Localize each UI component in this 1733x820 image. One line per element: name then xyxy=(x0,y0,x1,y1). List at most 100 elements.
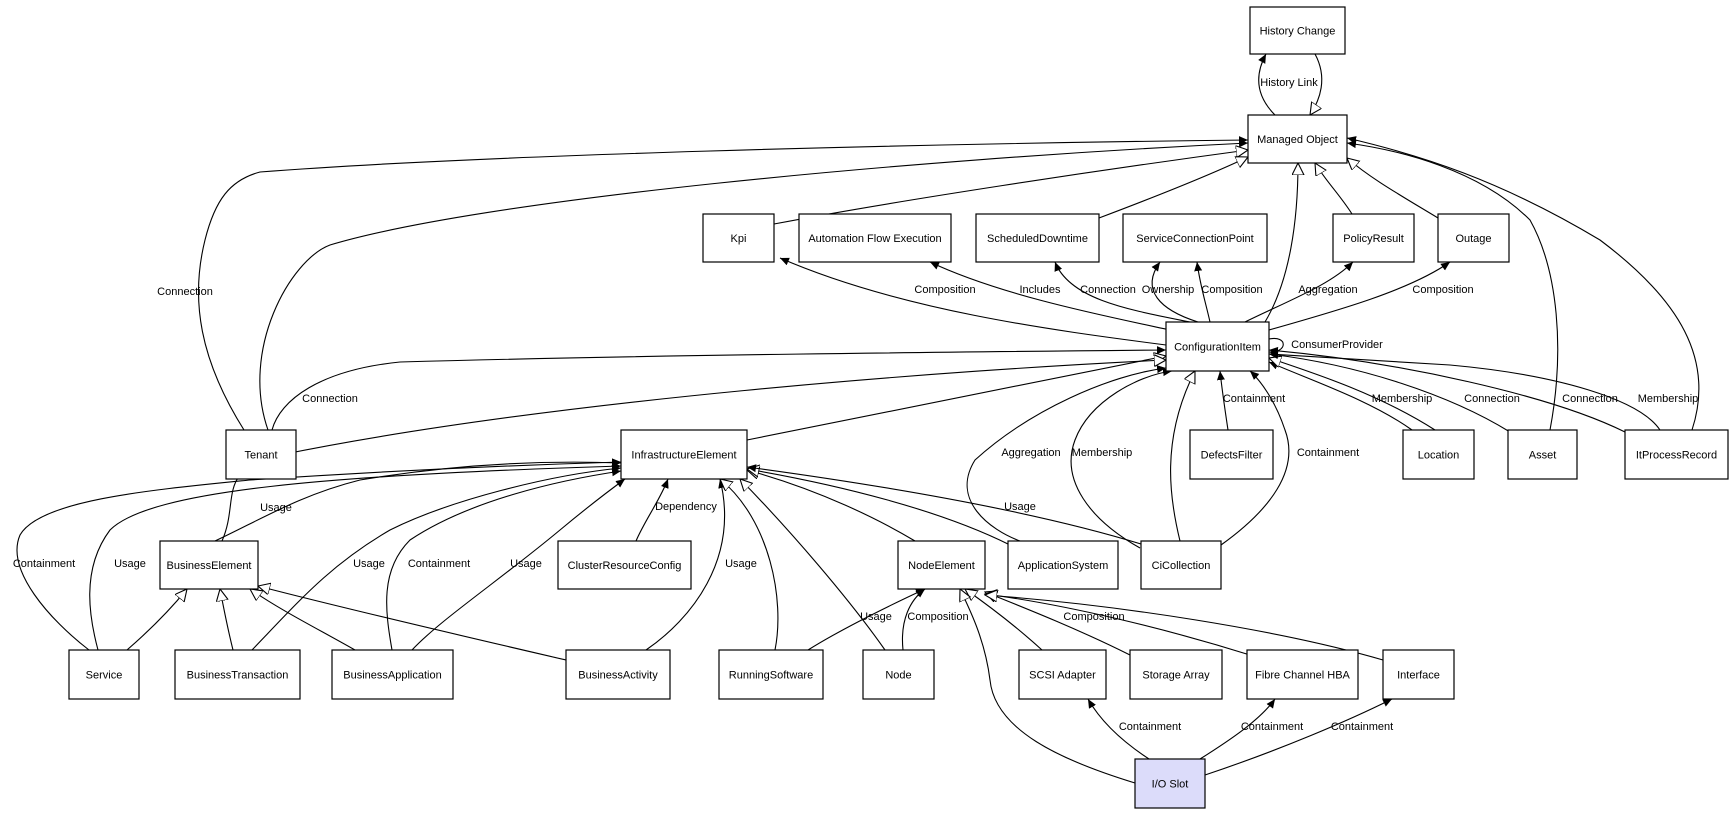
class-node-io[interactable]: I/O Slot xyxy=(1134,758,1206,809)
class-box[interactable] xyxy=(862,649,935,700)
class-box[interactable] xyxy=(1246,649,1359,700)
class-box[interactable] xyxy=(557,540,692,590)
class-box[interactable] xyxy=(1007,540,1119,590)
edge-label: Containment xyxy=(408,558,470,570)
class-box[interactable] xyxy=(1332,213,1415,263)
edge-tenant-mo2 xyxy=(259,139,1249,431)
class-node-ba[interactable]: BusinessApplication xyxy=(331,649,454,700)
class-node-outage[interactable]: Outage xyxy=(1437,213,1510,263)
edge-line xyxy=(746,464,1142,545)
class-node-afe[interactable]: Automation Flow Execution xyxy=(798,213,952,263)
class-node-node[interactable]: Node xyxy=(862,649,935,700)
class-box[interactable] xyxy=(1247,114,1348,164)
class-box[interactable] xyxy=(1189,429,1274,480)
class-box[interactable] xyxy=(1165,321,1270,372)
class-box[interactable] xyxy=(798,213,952,263)
edge-itpr-ci-mem: Membership xyxy=(1268,350,1698,431)
class-node-scsi[interactable]: SCSI Adapter xyxy=(1018,649,1107,700)
class-box[interactable] xyxy=(565,649,671,700)
class-label: ScheduledDowntime xyxy=(987,233,1088,245)
class-label: SCSI Adapter xyxy=(1029,670,1096,682)
class-node-kpi[interactable]: Kpi xyxy=(702,213,775,263)
class-label: ItProcessRecord xyxy=(1636,450,1717,462)
class-label: ClusterResourceConfig xyxy=(568,560,682,572)
class-node-bt[interactable]: BusinessTransaction xyxy=(174,649,301,700)
class-node-infra[interactable]: InfrastructureElement xyxy=(620,429,748,480)
edge-label: Containment xyxy=(1297,447,1359,459)
class-box[interactable] xyxy=(620,429,748,480)
edge-label: Composition xyxy=(1063,611,1124,623)
class-node-svc[interactable]: Service xyxy=(68,649,140,700)
class-node-tenant[interactable]: Tenant xyxy=(225,429,297,480)
edge-svc-infra-cont: Containment xyxy=(13,458,622,651)
edge-label: Composition xyxy=(1412,284,1473,296)
edge-pr-mo xyxy=(1315,163,1353,215)
class-node-bact[interactable]: BusinessActivity xyxy=(565,649,671,700)
class-box[interactable] xyxy=(702,213,775,263)
edge-line xyxy=(1151,261,1199,323)
class-box[interactable] xyxy=(159,540,259,590)
edge-ba-infra-usage: Usage xyxy=(411,478,626,651)
edge-loc-ci-mem: Membership xyxy=(1268,361,1432,431)
class-node-sa[interactable]: Storage Array xyxy=(1129,649,1223,700)
class-box[interactable] xyxy=(1249,6,1346,55)
class-node-as[interactable]: ApplicationSystem xyxy=(1007,540,1119,590)
class-node-df[interactable]: DefectsFilter xyxy=(1189,429,1274,480)
class-label: Automation Flow Execution xyxy=(808,233,941,245)
class-box[interactable] xyxy=(1402,429,1475,480)
class-node-rs[interactable]: RunningSoftware xyxy=(718,649,824,700)
class-box[interactable] xyxy=(225,429,297,480)
class-node-mo[interactable]: Managed Object xyxy=(1247,114,1348,164)
class-label: Interface xyxy=(1397,670,1440,682)
edge-label: Connection xyxy=(1080,284,1136,296)
edge-io-ne xyxy=(960,589,1136,784)
class-box[interactable] xyxy=(975,213,1100,263)
edge-line xyxy=(1264,163,1298,323)
class-node-pr[interactable]: PolicyResult xyxy=(1332,213,1415,263)
class-box[interactable] xyxy=(718,649,824,700)
edge-line xyxy=(259,139,1249,431)
class-box[interactable] xyxy=(1129,649,1223,700)
class-node-scp[interactable]: ServiceConnectionPoint xyxy=(1122,213,1268,263)
class-node-itpr[interactable]: ItProcessRecord xyxy=(1624,429,1729,480)
edge-line xyxy=(386,468,622,651)
class-node-history[interactable]: History Change xyxy=(1249,6,1346,55)
class-box[interactable] xyxy=(1018,649,1107,700)
class-box[interactable] xyxy=(1624,429,1729,480)
edge-label: Containment xyxy=(1331,721,1393,733)
class-box[interactable] xyxy=(897,540,986,590)
class-node-loc[interactable]: Location xyxy=(1402,429,1475,480)
class-node-crc[interactable]: ClusterResourceConfig xyxy=(557,540,692,590)
class-node-ne[interactable]: NodeElement xyxy=(897,540,986,590)
edge-be-ci xyxy=(221,360,1166,542)
class-box[interactable] xyxy=(1382,649,1455,700)
class-box[interactable] xyxy=(1134,758,1206,809)
class-box[interactable] xyxy=(1122,213,1268,263)
class-node-ci[interactable]: ConfigurationItem xyxy=(1165,321,1270,372)
class-box[interactable] xyxy=(331,649,454,700)
class-box[interactable] xyxy=(174,649,301,700)
class-node-iface[interactable]: Interface xyxy=(1382,649,1455,700)
class-box[interactable] xyxy=(68,649,140,700)
class-box[interactable] xyxy=(1507,429,1578,480)
edge-label: Containment xyxy=(1223,393,1285,405)
edge-iface-ne xyxy=(985,595,1384,661)
edge-svc-infra-usage: Usage xyxy=(89,462,622,651)
edge-line xyxy=(1268,351,1511,433)
class-node-be[interactable]: BusinessElement xyxy=(159,540,259,590)
class-node-asset[interactable]: Asset xyxy=(1507,429,1578,480)
edge-fc-ne xyxy=(985,594,1251,656)
edge-line xyxy=(1098,157,1248,219)
class-box[interactable] xyxy=(1140,540,1222,590)
edge-line xyxy=(747,470,916,542)
class-node-fc[interactable]: Fibre Channel HBA xyxy=(1246,649,1359,700)
edge-line xyxy=(773,150,1248,225)
edge-label: History Link xyxy=(1260,77,1318,89)
class-node-cic[interactable]: CiCollection xyxy=(1140,540,1222,590)
edge-label: Usage xyxy=(1004,501,1036,513)
class-box[interactable] xyxy=(1437,213,1510,263)
class-node-sd[interactable]: ScheduledDowntime xyxy=(975,213,1100,263)
edge-ci-scp-comp: Composition xyxy=(1194,261,1263,323)
edge-cic-ci-mem: Membership xyxy=(1070,368,1173,549)
edge-label: Ownership xyxy=(1142,284,1195,296)
